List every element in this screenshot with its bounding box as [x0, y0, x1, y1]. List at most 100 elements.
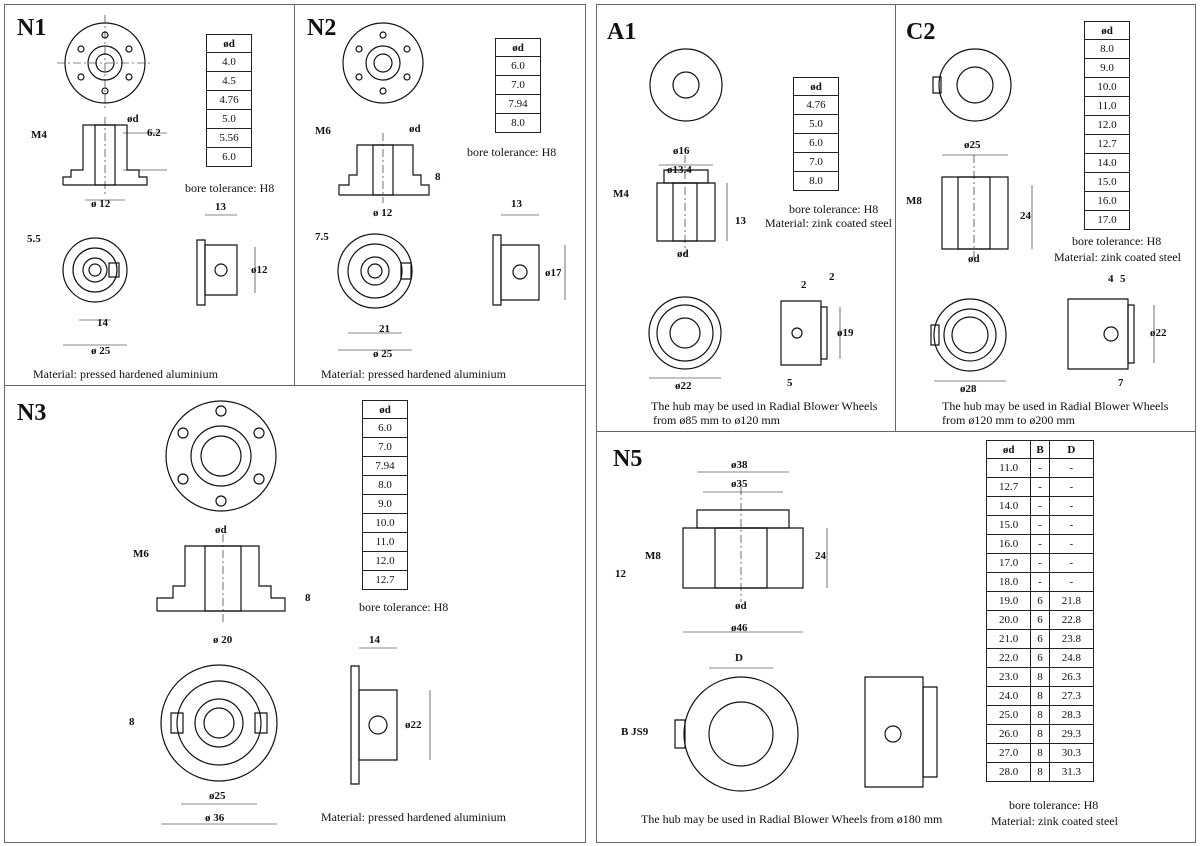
bore-table: ød 6.0 7.0 7.94 8.0 9.0 10.0 11.0 12.0 1…	[362, 400, 408, 590]
table-cell: 12.0	[1084, 115, 1130, 135]
table-cell: 4.76	[793, 95, 839, 115]
bore-tolerance: bore tolerance: H8	[359, 600, 449, 614]
table-cell: -	[1030, 458, 1050, 478]
dim-label: 24	[815, 550, 826, 562]
table-cell: 6	[1030, 610, 1050, 630]
dim-label: M6	[315, 125, 331, 137]
table-cell: 5.56	[206, 128, 252, 148]
table-header: ød	[1084, 21, 1130, 40]
dim-label: D	[735, 652, 743, 664]
table-cell: 8.0	[495, 113, 541, 133]
panel-c2: C2 ød 8.0 9.0 10.0 11.0 12.0 12.7 14.0 1…	[895, 4, 1196, 432]
table-cell: 8.0	[793, 171, 839, 191]
table-cell: 4.5	[206, 71, 252, 91]
dim-label: 21	[379, 323, 390, 335]
bore-table: ød 6.0 7.0 7.94 8.0	[495, 38, 541, 133]
dim-label: ø35	[731, 478, 748, 490]
table-cell: 8	[1030, 667, 1050, 687]
table-cell: 8	[1030, 743, 1050, 763]
table-cell: 20.0	[985, 610, 1032, 630]
dim-label: 5	[1120, 273, 1126, 285]
dim-label: ø22	[405, 719, 422, 731]
table-cell: 17.0	[985, 553, 1032, 573]
table-cell: 27.3	[1048, 686, 1095, 706]
dim-label: ød	[215, 524, 227, 536]
table-cell: 23.0	[985, 667, 1032, 687]
table-cell: -	[1048, 515, 1095, 535]
dim-label: ø22	[675, 380, 692, 392]
bore-tolerance: bore tolerance: H8	[1072, 234, 1162, 248]
dim-label: M8	[645, 550, 661, 562]
table-cell: -	[1030, 496, 1050, 516]
dim-label: 14	[97, 317, 108, 329]
table-cell: -	[1048, 496, 1095, 516]
bore-tolerance: bore tolerance: H8	[467, 145, 557, 159]
panel-n2: N2 ød 6.0 7.0 7.94 8.0 bore tolerance: H…	[294, 4, 586, 386]
dim-label: ø19	[837, 327, 854, 339]
bore-tolerance: bore tolerance: H8	[185, 181, 275, 195]
usage-note: The hub may be used in Radial Blower Whe…	[641, 812, 943, 826]
table-cell: 24.8	[1048, 648, 1095, 668]
panel-a1: A1 ød 4.76 5.0 6.0 7.0 8.0 bore toleranc…	[596, 4, 896, 432]
table-cell: 23.8	[1048, 629, 1095, 649]
panel-n1: N1 ød 4.0 4.5 4.76 5.0 5.56 6.0 bore tol…	[4, 4, 295, 386]
material-note: Material: zink coated steel	[991, 814, 1118, 828]
material-note: Material: pressed hardened aluminium	[321, 367, 506, 381]
table-header: ød	[495, 38, 541, 57]
material-note: Material: pressed hardened aluminium	[321, 810, 506, 824]
table-cell: 8	[1030, 762, 1050, 782]
material-note: Material: zink coated steel	[1054, 250, 1181, 264]
dim-label: ø28	[960, 383, 977, 395]
table-cell: 30.3	[1048, 743, 1095, 763]
table-cell: -	[1048, 534, 1095, 554]
dim-label: 2	[829, 271, 835, 283]
dim-label: 13	[511, 198, 522, 210]
table-cell: 6.0	[206, 147, 252, 167]
dim-label: 13	[735, 215, 746, 227]
table-cell: -	[1030, 534, 1050, 554]
dim-label: 7.5	[315, 231, 329, 243]
bore-tolerance: bore tolerance: H8	[1009, 798, 1099, 812]
dim-label: ø 20	[213, 634, 233, 646]
table-cell: 17.0	[1084, 210, 1130, 230]
bore-table: ød B D 11.0-- 12.7-- 14.0-- 15.0-- 16.0-…	[985, 440, 1095, 782]
table-cell: 16.0	[1084, 191, 1130, 211]
dim-label: 2	[801, 279, 807, 291]
table-cell: 8.0	[1084, 39, 1130, 59]
table-cell: 6.0	[362, 418, 408, 438]
bore-tolerance: bore tolerance: H8	[789, 202, 879, 216]
dim-label: 13	[215, 201, 226, 213]
table-cell: 11.0	[985, 458, 1032, 478]
table-cell: 4.0	[206, 52, 252, 72]
table-cell: 18.0	[985, 572, 1032, 592]
panel-n5: N5 ød B D 11.0-- 12.7-- 14.0-- 15.0-- 16…	[596, 431, 1196, 843]
table-cell: 7.94	[495, 94, 541, 114]
table-cell: -	[1030, 553, 1050, 573]
dim-label: 8	[435, 171, 441, 183]
table-cell: 16.0	[985, 534, 1032, 554]
panel-title: A1	[607, 19, 637, 45]
table-cell: 7.94	[362, 456, 408, 476]
usage-range: from ø120 mm to ø200 mm	[942, 413, 1075, 427]
table-cell: 12.0	[362, 551, 408, 571]
table-cell: 10.0	[1084, 77, 1130, 97]
dim-label: ø13.4	[667, 164, 692, 176]
usage-note: The hub may be used in Radial Blower Whe…	[942, 399, 1169, 413]
table-cell: 6.0	[495, 56, 541, 76]
table-cell: 10.0	[362, 513, 408, 533]
dim-label: M6	[133, 548, 149, 560]
table-cell: -	[1048, 477, 1095, 497]
dim-label: ø17	[545, 267, 562, 279]
dim-label: 7	[1118, 377, 1124, 389]
bore-table: ød 4.76 5.0 6.0 7.0 8.0	[793, 77, 839, 191]
table-cell: 24.0	[985, 686, 1032, 706]
bore-table: ød 4.0 4.5 4.76 5.0 5.56 6.0	[206, 34, 252, 167]
material-note: Material: pressed hardened aluminium	[33, 367, 218, 381]
table-header: B	[1030, 440, 1050, 459]
dim-label: ø16	[673, 145, 690, 157]
table-cell: -	[1048, 553, 1095, 573]
table-cell: 6.0	[793, 133, 839, 153]
panel-n3: N3 ød 6.0 7.0 7.94 8.0 9.0 10.0 11.0 12.…	[4, 385, 586, 843]
dim-label: 8	[305, 592, 311, 604]
dim-label: ød	[677, 248, 689, 260]
